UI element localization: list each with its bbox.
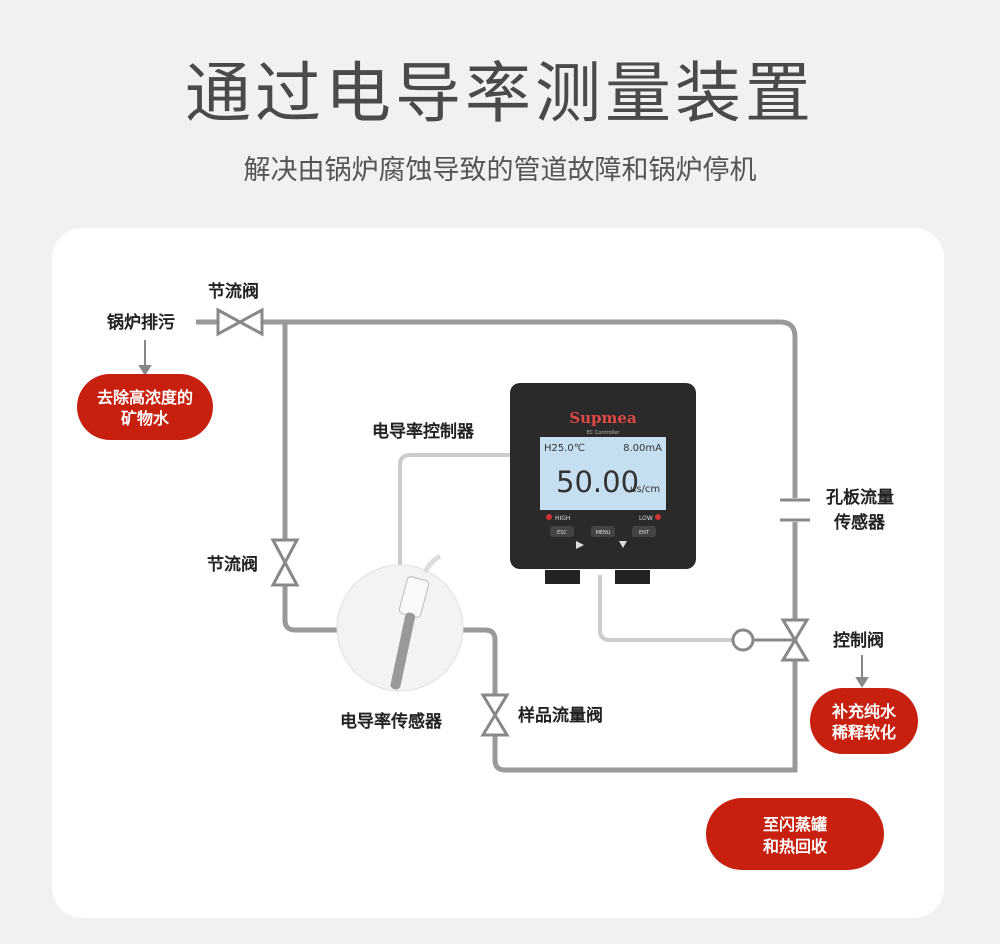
pill-add-pure-water: 补充纯水 稀释软化 [810,688,918,754]
pipes [196,319,798,773]
pills-flash_2: 和热回收 [763,837,827,856]
valves [216,307,810,737]
label-throttle-left: 节流阀 [207,554,258,575]
sensor [336,553,464,692]
pills-remove_2: 矿物水 [121,409,170,428]
label-orifice-1: 孔板流量 [826,487,894,508]
throttle-valve-top-icon [216,307,264,337]
label-controller: 电导率控制器 [372,421,475,442]
label-sensor: 电导率传感器 [340,711,443,732]
menu-button[interactable] [591,526,615,537]
orifice-icon [780,498,810,522]
signal-lines [398,453,733,642]
actuator-icon [731,628,755,652]
sample-valve-icon [480,693,510,737]
ent-button[interactable] [632,526,656,537]
device-model: EC Controller [587,430,621,436]
arrows [138,340,869,688]
device-current: 8.00mA [623,443,662,454]
device-ent: ENT [639,530,650,536]
esc-button[interactable] [550,526,574,537]
label-orifice-2: 传感器 [833,512,886,533]
reading-value: 50.00 [556,465,639,499]
label-sample-valve: 样品流量阀 [518,705,603,726]
label-throttle-top: 节流阀 [208,281,259,302]
throttle-valve-left-icon [270,538,300,587]
page-subtitle: 解决由锅炉腐蚀导致的管道故障和锅炉停机 [243,155,757,186]
down-arrow-button[interactable] [619,541,627,548]
label-control-valve: 控制阀 [833,630,884,651]
device-temp: H25.0℃ [544,443,585,454]
device-low: LOW [639,515,653,522]
device-esc: ESC [557,530,567,536]
pills-flash_1: 至闪蒸罐 [763,815,827,834]
device-high: HIGH [555,515,570,522]
label-boiler-blowdown: 锅炉排污 [107,312,175,333]
device-menu: MENU [596,530,611,536]
pill-remove-minerals: 去除高浓度的 矿物水 [77,374,213,440]
pill-flash-tank: 至闪蒸罐 和热回收 [706,798,884,870]
brand-logo: Supmea [569,409,637,427]
right-arrow-button[interactable] [576,541,584,549]
pills-remove_1: 去除高浓度的 [97,388,193,407]
pills-add_2: 稀释软化 [832,723,896,742]
pills-add_1: 补充纯水 [831,702,897,721]
page-title: 通过电导率测量装置 [185,55,815,132]
controller-device: Supmea EC Controller H25.0℃ 8.00mA 50.00… [510,383,696,584]
device-unit: us/cm [630,484,660,495]
